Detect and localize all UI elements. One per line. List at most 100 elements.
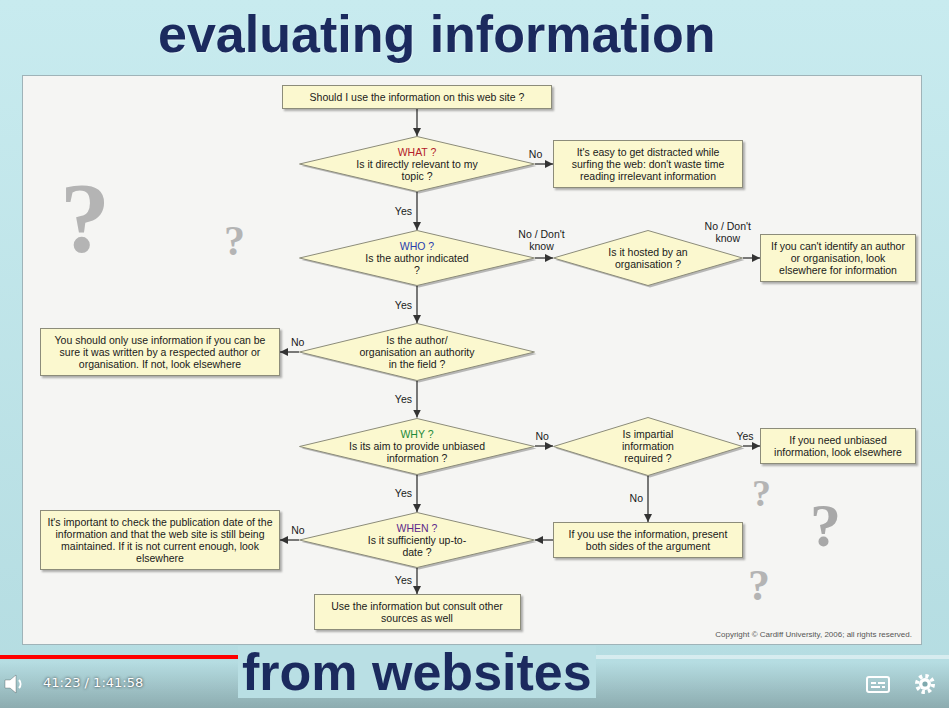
edge-label: Yes	[736, 430, 753, 442]
process-box: If you can't identify an author or organ…	[760, 234, 916, 282]
watermark-question-holder: ?	[224, 220, 245, 262]
decision-text: Is the author indicated ?	[364, 252, 470, 276]
flow-arrow	[535, 163, 553, 164]
box-text: It's important to check the publication …	[47, 516, 273, 564]
edge-label-holder: Yes	[395, 393, 412, 405]
decision-text: Is the author/ organisation an authority…	[358, 334, 476, 370]
edge-label-holder: Yes	[395, 299, 412, 311]
diamond-text-group: WHY ?Is its aim to provide unbiased info…	[349, 428, 485, 464]
caption-holder: from websites	[238, 646, 596, 698]
flow-arrow	[416, 568, 417, 594]
diamond-shape	[300, 324, 535, 381]
decision-heading: WHY ?	[349, 428, 485, 440]
box-text: Use the information but consult other so…	[321, 600, 514, 624]
edge-label-holder: No	[529, 148, 542, 160]
watermark-question-holder: ?	[748, 564, 770, 608]
flow-arrow	[280, 539, 299, 540]
decision-diamond: Is impartial information required ?	[553, 417, 743, 476]
watermark-question: ?	[810, 494, 841, 556]
decision-heading: WHO ?	[364, 240, 470, 252]
process-box: Use the information but consult other so…	[314, 594, 521, 630]
flow-arrow	[416, 286, 417, 323]
edge-label: Yes	[395, 487, 412, 499]
flow-arrow	[416, 192, 417, 230]
flow-arrow	[743, 445, 760, 446]
box-text: Should I use the information on this web…	[289, 91, 545, 103]
flow-arrow	[416, 109, 417, 136]
watermark-question: ?	[224, 220, 245, 262]
edge-label-holder: No / Don't know	[514, 228, 570, 252]
diamond-shape	[300, 418, 535, 474]
edge-label-holder: Yes	[395, 487, 412, 499]
watermark-question: ?	[752, 474, 771, 512]
flow-arrow	[416, 475, 417, 513]
flow-arrow	[535, 445, 553, 446]
decision-diamond: WHY ?Is its aim to provide unbiased info…	[299, 418, 535, 475]
diamond-shape	[300, 513, 535, 568]
edge-label: Yes	[395, 393, 412, 405]
decision-text: Is its aim to provide unbiased informati…	[349, 440, 485, 464]
process-box: If you need unbiased information, look e…	[760, 428, 916, 464]
decision-diamond: WHEN ?Is it sufficiently up-to-date ?	[299, 512, 535, 568]
diamond-shape	[300, 231, 535, 286]
slide-title: evaluating information	[158, 8, 716, 60]
flow-arrow	[535, 539, 553, 540]
box-text: It's easy to get distracted while surfin…	[560, 146, 736, 182]
edge-label-holder: Yes	[736, 430, 753, 442]
process-box: Should I use the information on this web…	[282, 85, 552, 109]
edge-label-holder: No	[291, 336, 304, 348]
decision-diamond: WHAT ?Is it directly relevant to my topi…	[299, 136, 535, 192]
edge-label: No	[630, 492, 643, 504]
settings-icon	[917, 676, 933, 692]
edge-label: Yes	[395, 205, 412, 217]
copyright-note-holder: Copyright © Cardiff University, 2006; al…	[715, 631, 912, 639]
process-box: It's easy to get distracted while surfin…	[553, 140, 743, 188]
decision-text: Is it directly relevant to my topic ?	[355, 158, 479, 182]
diamond-text-group: Is the author/ organisation an authority…	[358, 334, 476, 370]
volume-icon	[5, 675, 21, 693]
decision-diamond: Is the author/ organisation an authority…	[299, 323, 535, 381]
copyright-note: Copyright © Cardiff University, 2006; al…	[715, 631, 912, 639]
box-text: You should only use information if you c…	[47, 334, 273, 370]
video-time: 41:23 / 1:41:58	[43, 676, 143, 689]
decision-text: Is it hosted by an organisation ?	[607, 246, 689, 270]
edge-label: No	[291, 524, 304, 536]
diamond-shape	[554, 231, 743, 286]
watermark-question: ?	[748, 564, 770, 608]
watermark-question-holder: ?	[752, 474, 771, 512]
edge-label-holder: Yes	[395, 205, 412, 217]
flow-arrow	[743, 257, 760, 258]
box-text: If you use the information, present both…	[560, 528, 736, 552]
box-text: If you can't identify an author or organ…	[767, 240, 909, 276]
decision-heading: WHEN ?	[367, 522, 467, 534]
slide-caption: from websites	[238, 646, 596, 698]
diamond-text-group: WHO ?Is the author indicated ?	[364, 240, 470, 276]
watermark-question-holder: ?	[60, 168, 110, 268]
decision-diamond: Is it hosted by an organisation ?	[553, 230, 743, 286]
decision-heading: WHAT ?	[355, 146, 479, 158]
diamond-shape	[554, 417, 743, 475]
diamond-shape	[300, 137, 535, 192]
edge-label-holder: No / Don't know	[700, 220, 756, 244]
flow-arrow	[535, 257, 553, 258]
diamond-text-group: Is impartial information required ?	[616, 428, 680, 464]
edge-label: Yes	[395, 574, 412, 586]
title-holder: evaluating information	[158, 8, 716, 60]
diamond-text-group: WHAT ?Is it directly relevant to my topi…	[355, 146, 479, 182]
edge-label-holder: No	[291, 524, 304, 536]
edge-label-holder: No	[630, 492, 643, 504]
flow-arrow	[416, 381, 417, 418]
watermark-question-holder: ?	[810, 494, 841, 556]
process-box: You should only use information if you c…	[40, 328, 280, 376]
diamond-text-group: Is it hosted by an organisation ?	[607, 246, 689, 270]
process-box: If you use the information, present both…	[553, 522, 743, 558]
flow-arrow	[647, 476, 648, 523]
edge-label: Yes	[395, 299, 412, 311]
process-box: It's important to check the publication …	[40, 510, 280, 570]
diamond-text-group: WHEN ?Is it sufficiently up-to-date ?	[367, 522, 467, 558]
edge-label-holder: Yes	[395, 574, 412, 586]
decision-diamond: WHO ?Is the author indicated ?	[299, 230, 535, 286]
edge-label: No	[535, 430, 548, 442]
video-time-holder: 41:23 / 1:41:58	[43, 676, 143, 689]
edge-label: No / Don't know	[514, 228, 570, 252]
